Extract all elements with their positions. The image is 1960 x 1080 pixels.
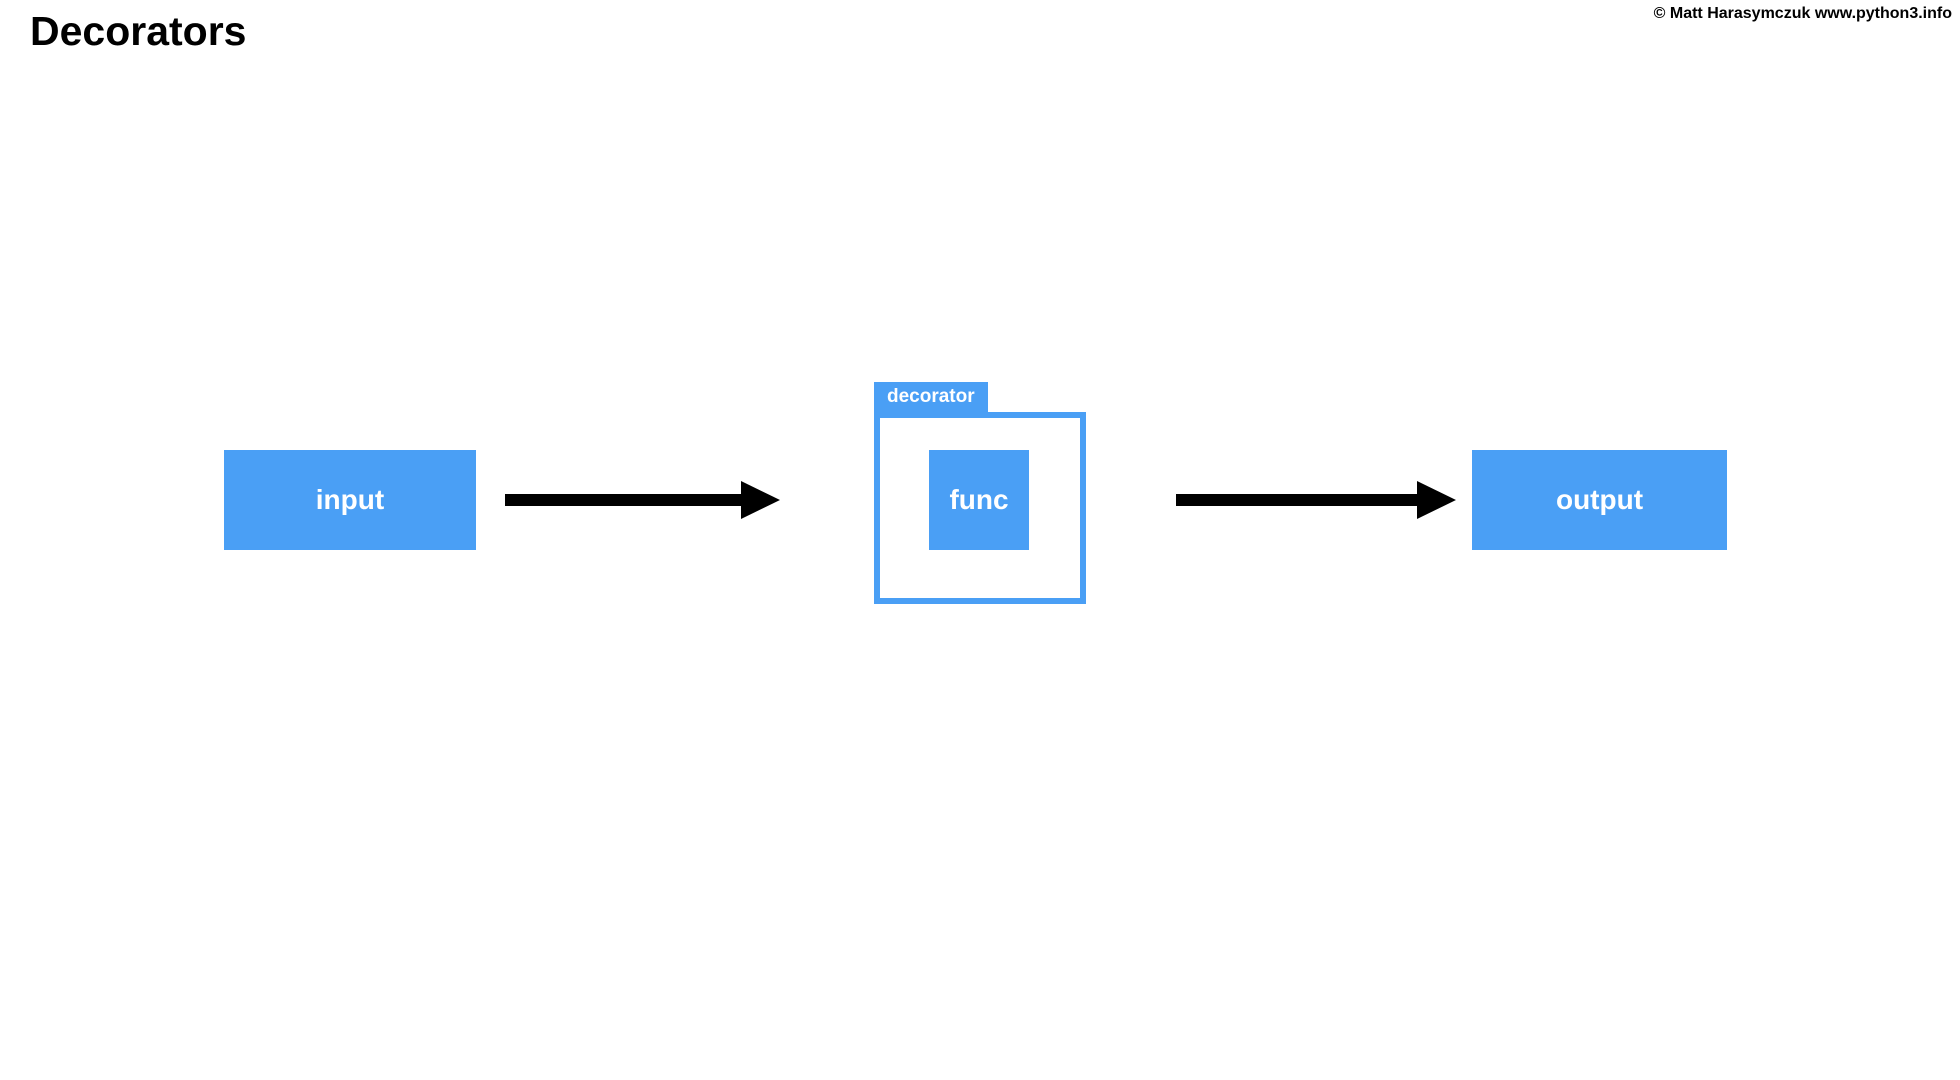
arrow-right-icon	[1176, 480, 1456, 520]
output-node-label: output	[1555, 484, 1644, 515]
decorator-node: decorator func	[874, 382, 1086, 604]
copyright-notice: © Matt Harasymczuk www.python3.info	[1653, 5, 1952, 22]
page-title: Decorators	[30, 8, 247, 54]
decorator-box: func	[874, 412, 1086, 604]
func-node-label: func	[949, 484, 1009, 515]
arrow-right-icon	[505, 480, 780, 520]
func-node: func	[929, 450, 1029, 550]
output-node: output	[1472, 450, 1727, 550]
input-node-label: input	[315, 484, 385, 515]
decorator-tab-label: decorator	[874, 382, 988, 412]
input-node: input	[224, 450, 476, 550]
